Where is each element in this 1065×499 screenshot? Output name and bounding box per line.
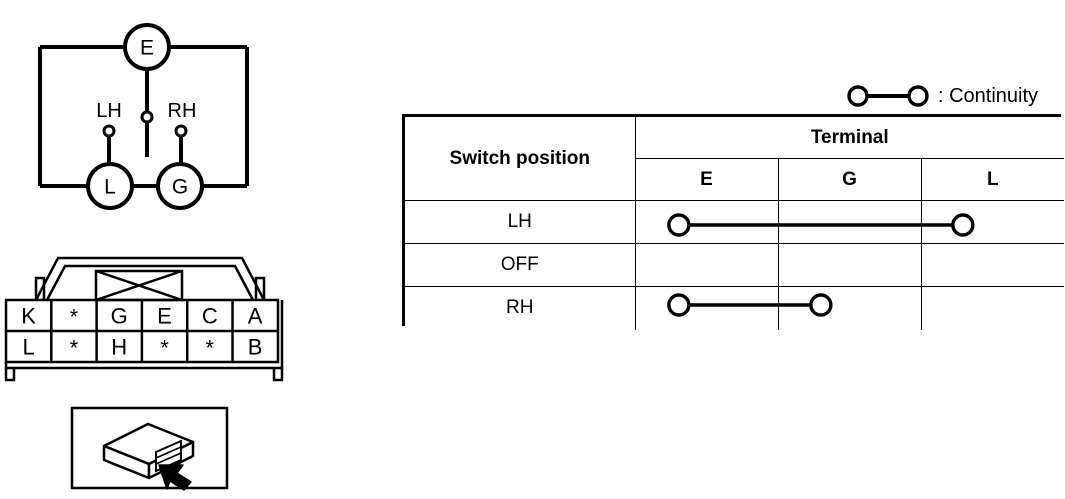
cell-lh-g xyxy=(777,200,922,244)
cell-lh-l xyxy=(920,200,1064,244)
illustration-frame xyxy=(70,406,229,490)
connector-tab-left xyxy=(34,276,46,300)
connector-pin-r1c0: L xyxy=(22,335,34,360)
connector-foot-right xyxy=(272,362,284,382)
contact-point-rh xyxy=(174,124,188,138)
contact-label-rh: RH xyxy=(168,100,197,122)
connector-pinout: K * G E C A L * H * * B xyxy=(0,238,300,390)
connector-hood-inner xyxy=(45,264,255,301)
continuity-table: Switch position Terminal E G L LH OFF xyxy=(402,114,1064,330)
connector-pin-r0c0: K xyxy=(21,304,36,329)
contact-point-e xyxy=(140,110,154,124)
connector-pin-r1c1: * xyxy=(70,336,79,361)
circuit-schematic: E L G LH RH xyxy=(0,0,300,225)
cell-off-e xyxy=(634,243,779,287)
node-label-e: E xyxy=(140,37,154,60)
cell-rh-g xyxy=(777,286,922,330)
row-label-off: OFF xyxy=(405,243,636,287)
header-terminal-l: L xyxy=(920,158,1064,201)
connector-pin-r1c4: * xyxy=(206,336,215,361)
node-label-g: G xyxy=(172,176,188,199)
connector-pin-r0c5: A xyxy=(248,304,263,329)
connector-pin-r0c3: E xyxy=(157,304,172,329)
connector-pin-r1c2: H xyxy=(111,335,127,360)
continuity-legend-label: : Continuity xyxy=(938,85,1039,107)
cell-rh-l xyxy=(920,286,1064,330)
contact-point-lh xyxy=(102,124,116,138)
continuity-legend: : Continuity xyxy=(845,80,1065,112)
contact-label-lh: LH xyxy=(96,100,122,122)
connector-pinout-svg: K * G E C A L * H * * B xyxy=(4,256,284,382)
connector-illustration xyxy=(60,402,250,494)
continuity-symbol-icon xyxy=(845,83,931,109)
node-e-circle xyxy=(123,23,171,71)
continuity-table-grid: Switch position Terminal E G L LH OFF xyxy=(405,117,1064,330)
table-row: RH xyxy=(405,286,1064,330)
node-label-l: L xyxy=(104,176,116,199)
connector-foot-left xyxy=(4,362,16,382)
connector-mating-face xyxy=(155,439,182,473)
header-switch-position: Switch position xyxy=(405,117,636,201)
cell-rh-e xyxy=(634,286,779,330)
insertion-arrow-icon xyxy=(158,464,192,491)
connector-grid-col-dividers xyxy=(50,300,234,362)
circuit-schematic-svg: E L G LH RH xyxy=(38,23,249,210)
node-l-circle xyxy=(86,162,134,210)
connector-pin-r0c2: G xyxy=(111,304,128,329)
connector-pin-r1c3: * xyxy=(160,336,169,361)
connector-pin-r0c1: * xyxy=(70,305,79,330)
node-g-circle xyxy=(156,162,204,210)
connector-pin-r1c5: B xyxy=(248,335,263,360)
connector-keyway-cross xyxy=(95,269,183,302)
connector-face-ribs xyxy=(155,446,182,465)
table-row: LH xyxy=(405,200,1064,244)
cell-lh-e xyxy=(634,200,779,244)
cell-off-l xyxy=(920,243,1064,287)
table-row: OFF xyxy=(405,243,1064,287)
header-terminal-g: G xyxy=(777,158,922,201)
row-label-lh: LH xyxy=(405,200,636,244)
connector-illustration-svg xyxy=(70,406,229,491)
connector-hood-outer xyxy=(34,256,266,301)
header-terminal-group: Terminal xyxy=(634,117,1064,159)
header-terminal-e: E xyxy=(635,158,779,201)
row-label-rh: RH xyxy=(405,286,636,330)
connector-tab-right xyxy=(254,276,266,300)
connector-pin-r0c4: C xyxy=(202,304,218,329)
cell-off-g xyxy=(777,243,922,287)
